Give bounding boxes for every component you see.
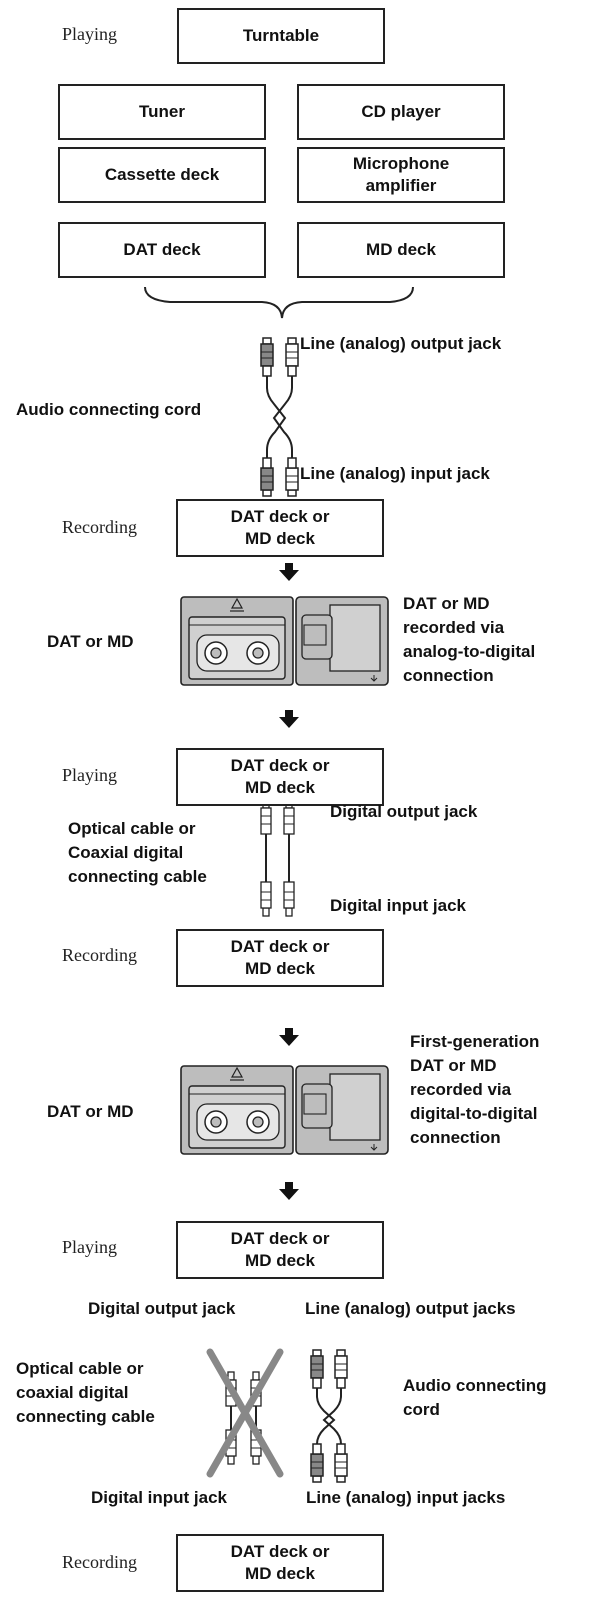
- arrow-3: [279, 1028, 299, 1046]
- player-box-2: DAT deck or MD deck: [176, 748, 384, 806]
- grouping-brace: [144, 286, 414, 319]
- recording-label-3: Recording: [62, 1552, 137, 1572]
- playing-label-3: Playing: [62, 1237, 118, 1257]
- playing-label-1: Playing: [62, 24, 118, 44]
- minidisc-1: [295, 596, 389, 686]
- media-desc-1: DAT or MD recorded via analog-to-digital…: [403, 594, 536, 685]
- recording-label-1: Recording: [62, 517, 137, 537]
- audio-cord-label: Audio connecting cord: [16, 400, 202, 419]
- source-dat-deck: DAT deck: [58, 222, 266, 278]
- recording-label-2: Recording: [62, 945, 137, 965]
- recorder-box-3: DAT deck or MD deck: [176, 1534, 384, 1592]
- digital-input-jack-label-3: Digital input jack: [91, 1488, 228, 1507]
- audio-cord-3: [310, 1349, 348, 1483]
- digital-cable-crossed: [206, 1348, 284, 1478]
- audio-cord-1: [260, 337, 299, 497]
- source-microphone-amplifier: Microphone amplifier: [297, 147, 505, 203]
- optical-cable-label-3: Optical cable or coaxial digital connect…: [16, 1359, 155, 1426]
- arrow-2: [279, 710, 299, 728]
- digital-output-jack-label-3: Digital output jack: [88, 1299, 236, 1318]
- analog-input-jacks-label: Line (analog) input jacks: [306, 1488, 506, 1507]
- dat-cassette-2: [180, 1065, 294, 1155]
- source-tuner: Tuner: [58, 84, 266, 140]
- recorder-box-2: DAT deck or MD deck: [176, 929, 384, 987]
- recorder-box-1: DAT deck or MD deck: [176, 499, 384, 557]
- media-label-2: DAT or MD: [47, 1102, 134, 1121]
- media-label-1: DAT or MD: [47, 632, 134, 651]
- arrow-1: [279, 563, 299, 581]
- digital-input-jack-label: Digital input jack: [330, 896, 467, 915]
- source-cassette-deck: Cassette deck: [58, 147, 266, 203]
- dat-cassette-1: [180, 596, 294, 686]
- player-box-3: DAT deck or MD deck: [176, 1221, 384, 1279]
- source-md-deck: MD deck: [297, 222, 505, 278]
- source-turntable: Turntable: [177, 8, 385, 64]
- audio-cord-label-3: Audio connecting cord: [403, 1376, 547, 1419]
- arrow-4: [279, 1182, 299, 1200]
- analog-output-jacks-label: Line (analog) output jacks: [305, 1299, 516, 1318]
- source-cd-player: CD player: [297, 84, 505, 140]
- digital-cable-2: [260, 799, 295, 917]
- digital-output-jack-label: Digital output jack: [330, 802, 478, 821]
- analog-input-jack-label: Line (analog) input jack: [300, 464, 490, 483]
- minidisc-2: [295, 1065, 389, 1155]
- analog-output-jack-label: Line (analog) output jack: [300, 334, 502, 353]
- digital-cable-label: Optical cable or Coaxial digital connect…: [68, 819, 207, 886]
- playing-label-2: Playing: [62, 765, 118, 785]
- media-desc-2: First-generation DAT or MD recorded via …: [410, 1032, 540, 1147]
